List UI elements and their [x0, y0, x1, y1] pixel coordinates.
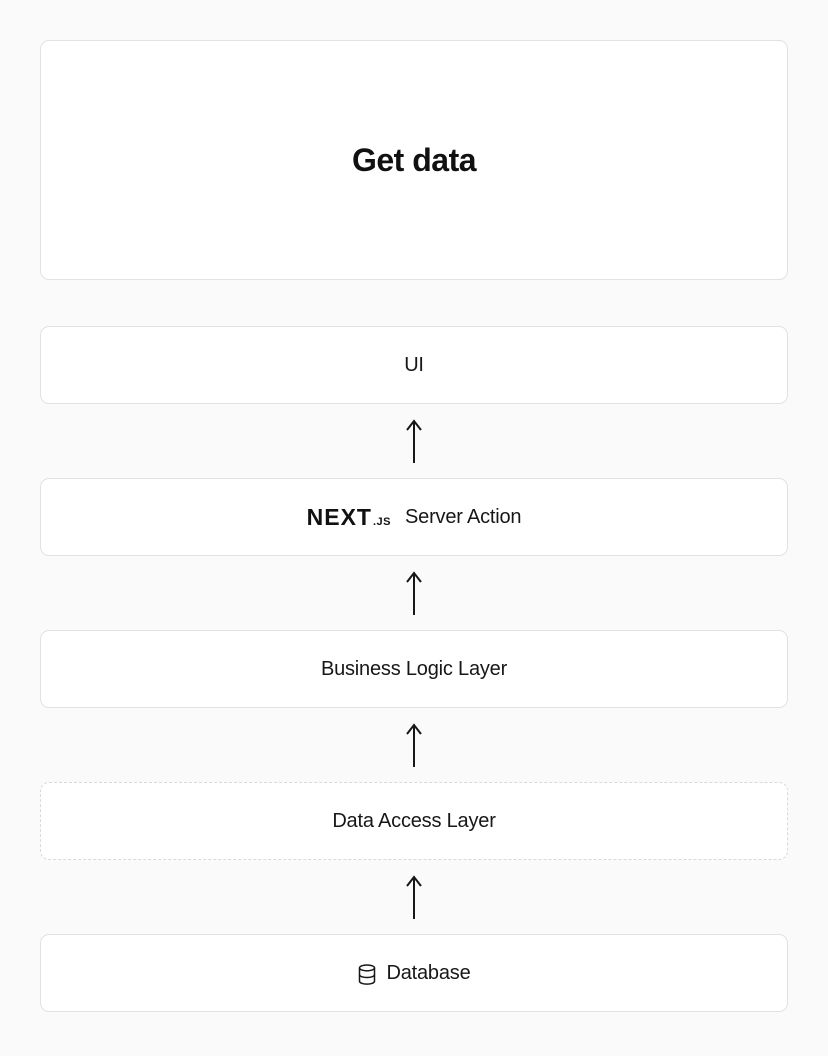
flow-arrow-row [40, 860, 788, 934]
layer-box-database: Database [40, 934, 788, 1012]
database-label: Database [386, 961, 471, 984]
arrow-up-icon [406, 571, 422, 615]
server-action-label: Server Action [405, 505, 522, 528]
flow-arrow-row [40, 708, 788, 782]
layer-box-ui: UI [40, 326, 788, 404]
get-data-box: Get data [40, 40, 788, 280]
layer-box-business-logic: Business Logic Layer [40, 630, 788, 708]
nextjs-logo-sub: .JS [372, 515, 391, 528]
flow-arrow-row [40, 556, 788, 630]
nextjs-logo-main: NEXT [306, 503, 372, 530]
get-data-label: Get data [351, 141, 477, 178]
layer-box-server-action: NEXT.JS Server Action [40, 478, 788, 556]
nextjs-logo: NEXT.JS [307, 504, 391, 531]
arrow-up-icon [406, 723, 422, 767]
layer-box-data-access: Data Access Layer [40, 782, 788, 860]
arrow-up-icon [406, 875, 422, 919]
data-access-label: Data Access Layer [332, 809, 496, 832]
arrow-up-icon [406, 419, 422, 463]
database-icon [359, 964, 376, 985]
ui-label: UI [404, 353, 424, 376]
flow-arrow-row [40, 404, 788, 478]
business-logic-label: Business Logic Layer [320, 657, 508, 680]
